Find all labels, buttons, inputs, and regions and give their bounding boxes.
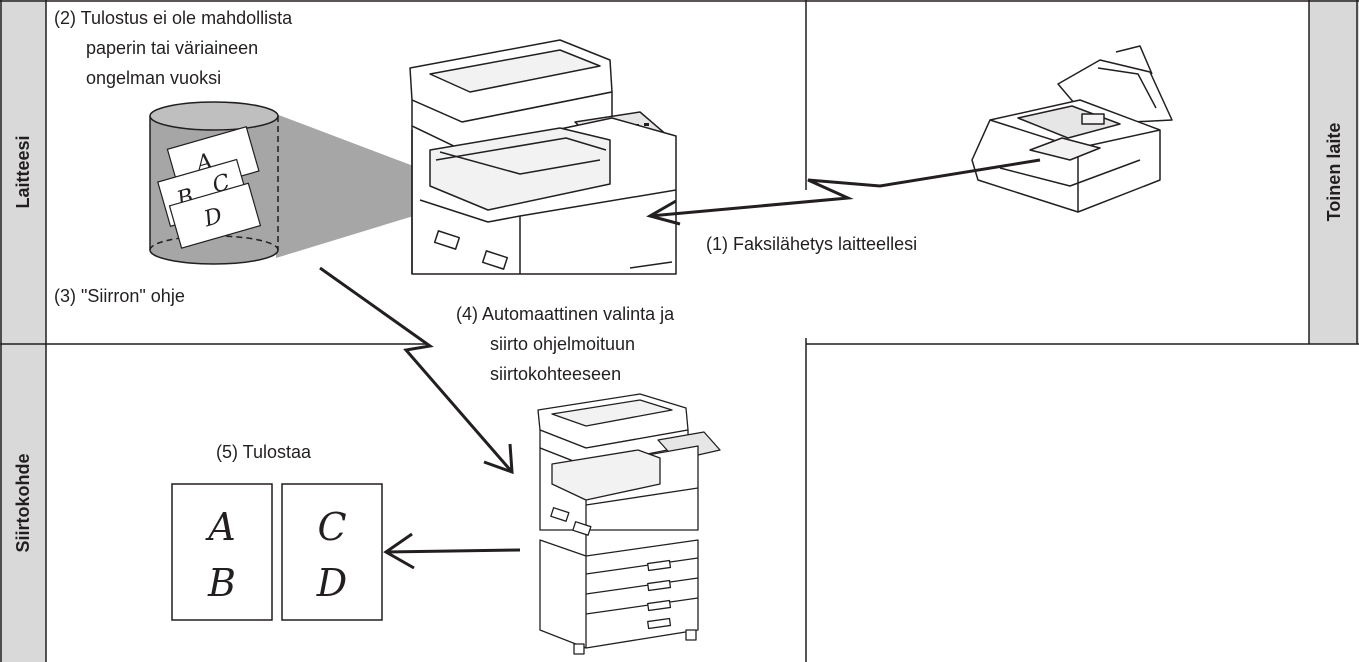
- forward-signal-line: [319, 266, 514, 473]
- memory-cylinder-icon: A B C D: [149, 101, 440, 265]
- lane-bar-toinen-laite: [1309, 0, 1359, 344]
- page-1-letter-top: A: [205, 505, 235, 549]
- connectors: [319, 158, 1041, 570]
- printed-page-icon: A B C D: [171, 483, 383, 621]
- fax-signal-line: [649, 158, 1041, 218]
- step-3-label: (3) "Siirron" ohje: [54, 286, 185, 306]
- lane-label-toinen-laite: Toinen laite: [1324, 123, 1344, 222]
- page-1-letter-bottom: B: [207, 561, 236, 605]
- forward-signal-arrowhead: [483, 443, 514, 475]
- lane-label-laitteesi: Laitteesi: [13, 135, 33, 208]
- lane-bar-siirtokohde: [0, 344, 46, 662]
- print-arrow-line: [385, 548, 521, 554]
- step-4-label: (4) Automaattinen valinta ja siirto ohje…: [456, 304, 679, 384]
- page-2-letter-top: C: [317, 505, 346, 549]
- multifunction-printer-icon: [409, 39, 677, 275]
- multifunction-printer-destination-icon: [537, 393, 721, 655]
- page-2-letter-bottom: D: [316, 561, 347, 605]
- lane-label-siirtokohde: Siirtokohde: [13, 453, 33, 552]
- print-arrowhead: [383, 532, 415, 570]
- lane-bar-laitteesi: [0, 0, 46, 344]
- step-5-label: (5) Tulostaa: [216, 442, 312, 462]
- fax-machine-icon: [971, 45, 1173, 213]
- fax-signal-arrowhead: [646, 199, 681, 226]
- projection-beam: [276, 114, 440, 258]
- step-2-label: (2) Tulostus ei ole mahdollista paperin …: [54, 8, 297, 88]
- step-1-label: (1) Faksilähetys laitteellesi: [706, 234, 917, 254]
